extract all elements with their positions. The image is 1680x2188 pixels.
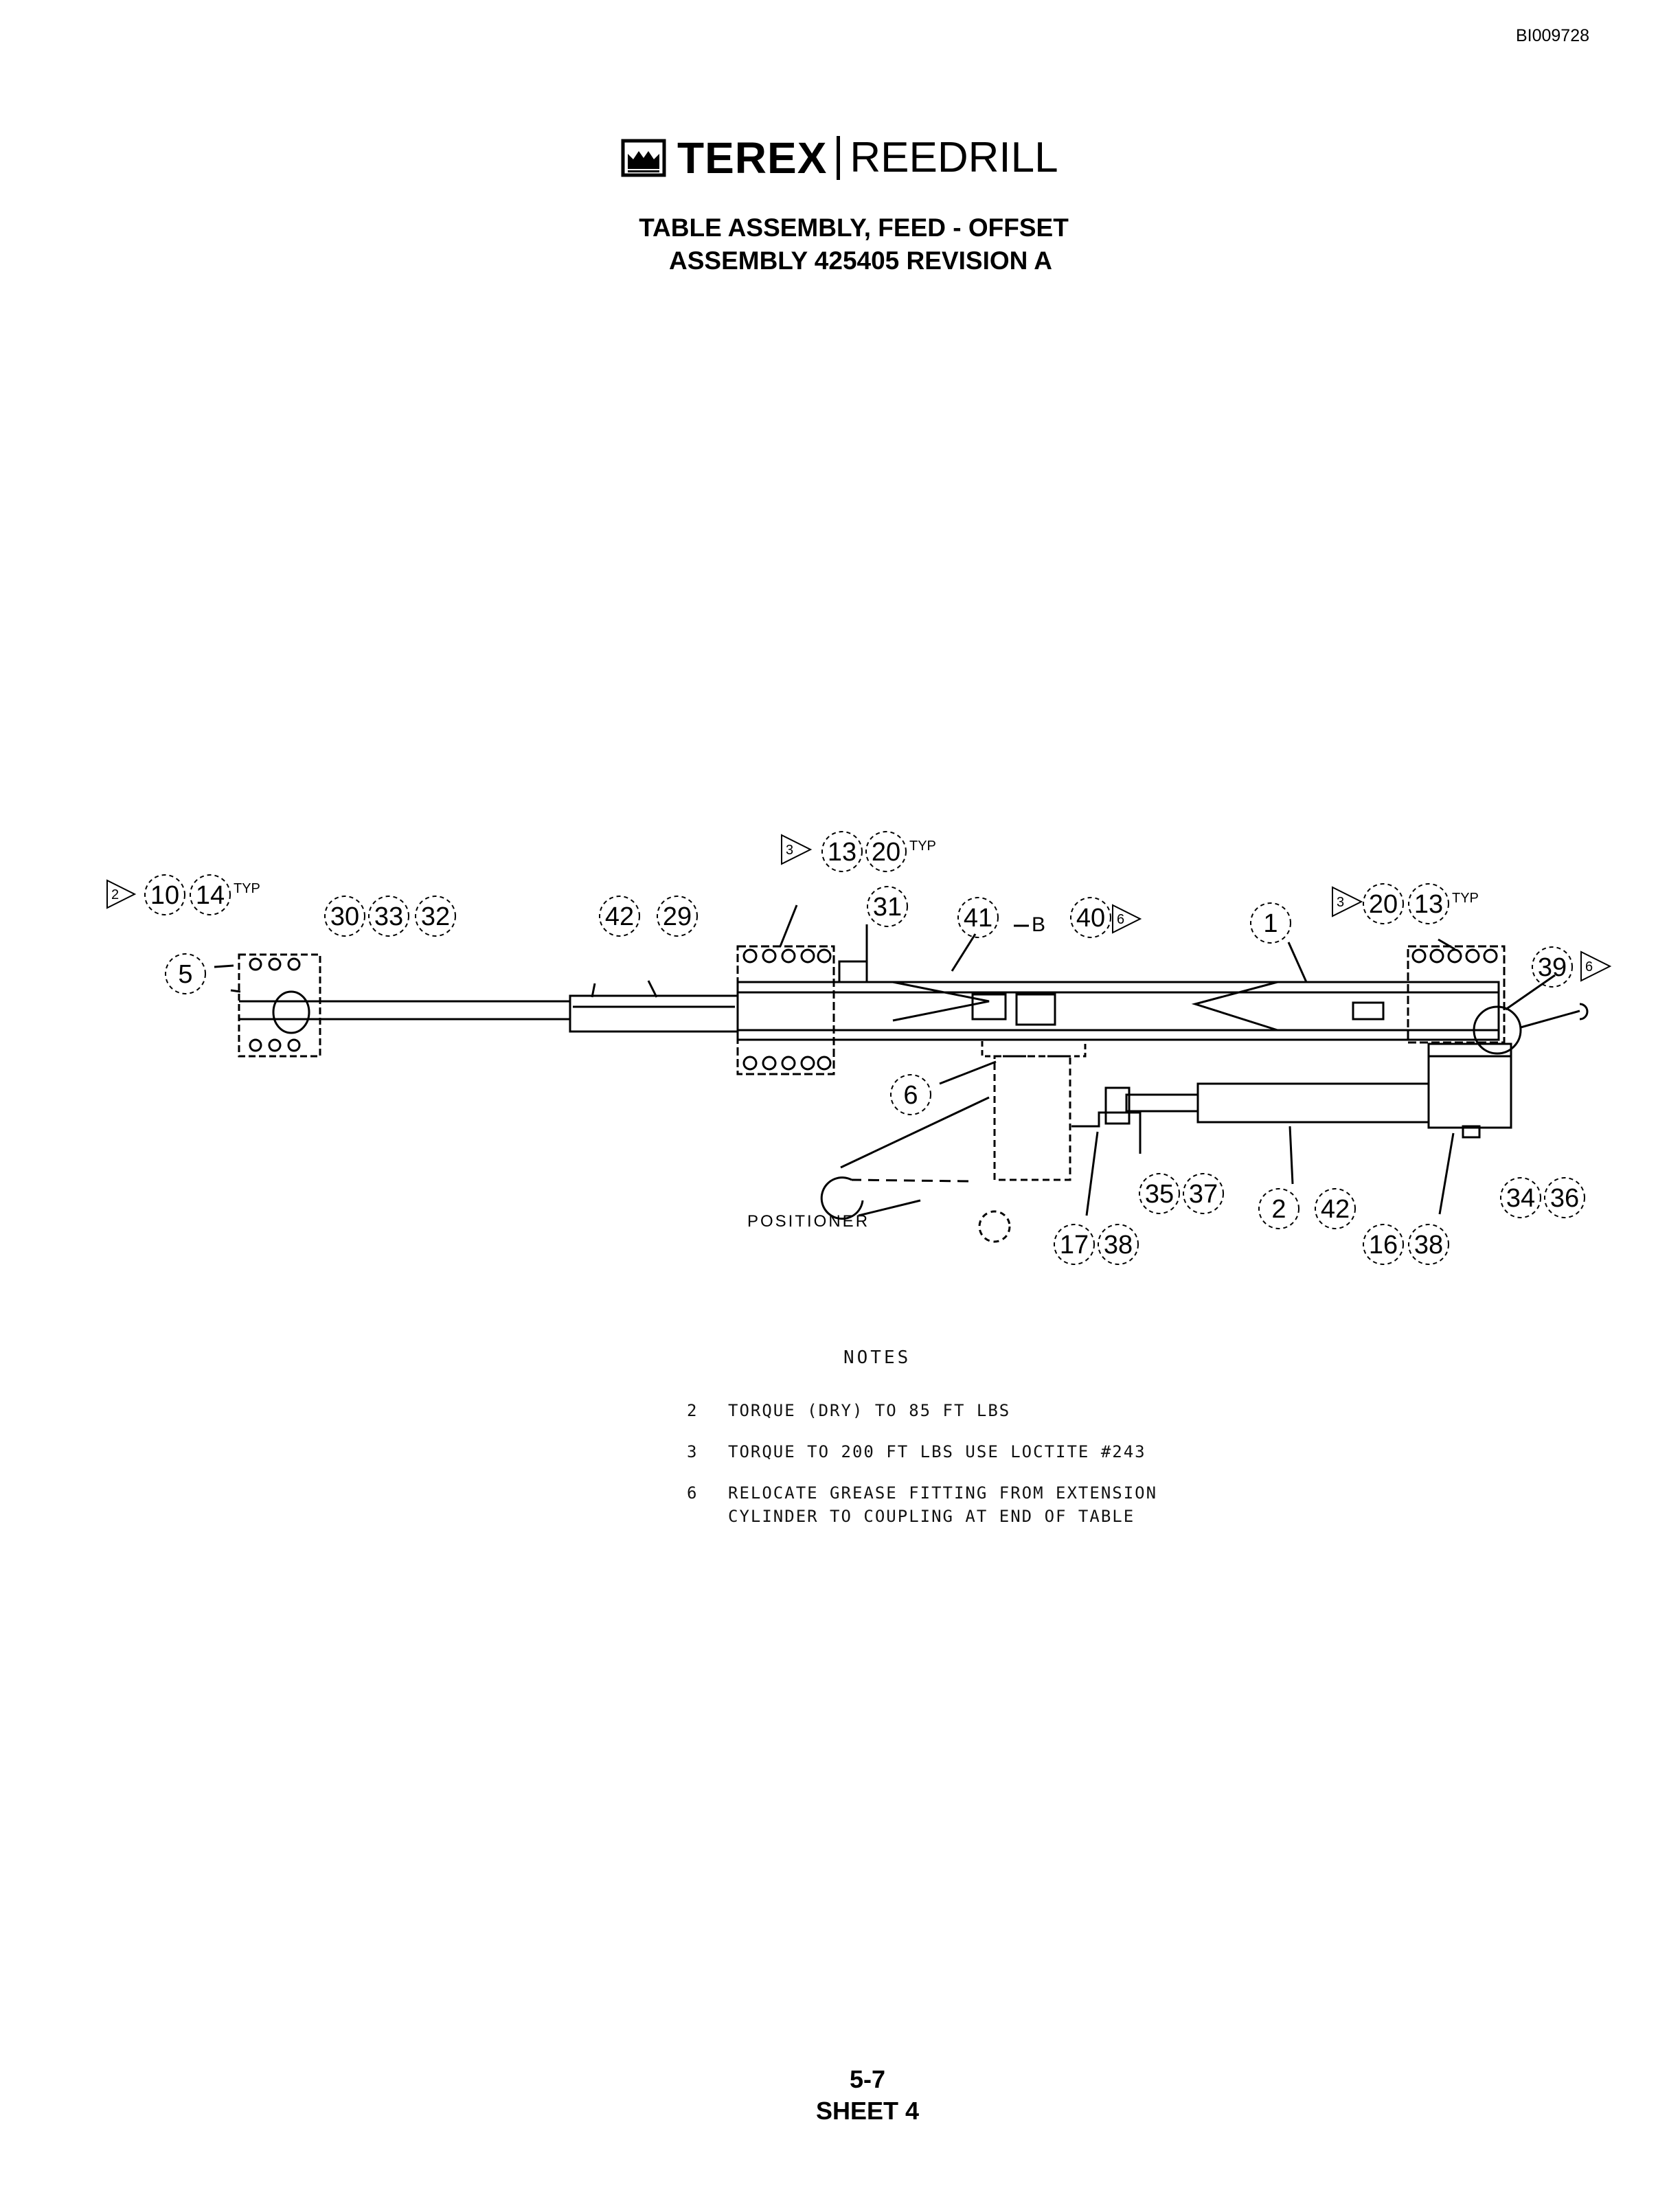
callout-37: 37 [1189,1180,1218,1209]
callout-13b: 13 [1414,890,1443,919]
sheet-label: SHEET 4 [815,2097,920,2125]
brand-secondary: REEDRILL [850,134,1058,181]
drawing-title: TABLE ASSEMBLY, FEED - OFFSET ASSEMBLY 4… [0,212,1680,277]
note-item: CYLINDER TO COUPLING AT END OF TABLE [687,1507,1135,1526]
note-text: RELOCATE GREASE FITTING FROM EXTENSION [728,1483,1158,1503]
callout-41: 41 [964,904,992,933]
terex-logo-icon [621,139,666,177]
typ-label-13b: TYP [1452,891,1479,906]
flag-3a [781,834,813,865]
callout-13a: 13 [828,838,856,867]
callout-40: 40 [1076,904,1105,933]
title-line-1: TABLE ASSEMBLY, FEED - OFFSET [639,214,1069,242]
callout-33: 33 [374,902,403,931]
callout-29: 29 [663,902,692,931]
brand-divider [837,136,841,180]
title-line-2: ASSEMBLY 425405 REVISION A [669,247,1052,275]
callout-17: 17 [1060,1231,1089,1260]
callout-1: 1 [1263,909,1278,938]
callout-38a: 38 [1104,1231,1133,1260]
callout-20b: 20 [1369,890,1398,919]
right-plate-stack [1407,945,1506,1044]
mount-bracket [981,1038,1087,1058]
note-item: 6 RELOCATE GREASE FITTING FROM EXTENSION [687,1483,1157,1503]
callout-10: 10 [150,881,179,910]
flag-6b-label: 6 [1585,959,1593,975]
flag-6a [1112,904,1142,934]
note-number: 3 [687,1442,699,1461]
callout-31: 31 [873,893,902,922]
main-beam [736,981,1500,1041]
detail-b-label: B [1032,913,1045,936]
flag-6a-label: 6 [1117,912,1124,927]
note-text: TORQUE TO 200 FT LBS USE LOCTITE #243 [728,1442,1146,1461]
callout-14: 14 [196,881,225,910]
flag-2 [106,879,137,909]
notes-title: NOTES [843,1347,911,1368]
note-item: 3 TORQUE TO 200 FT LBS USE LOCTITE #243 [687,1442,1146,1461]
note-number: 2 [687,1401,699,1420]
callout-42b: 42 [1321,1195,1350,1224]
flag-3b-label: 3 [1337,895,1344,910]
flag-2-label: 2 [111,887,119,902]
flag-3a-label: 3 [786,843,793,858]
callout-39: 39 [1538,953,1567,982]
callout-36: 36 [1550,1184,1579,1213]
typ-label-14: TYP [234,881,260,896]
flag-3b [1332,886,1363,918]
note-item: 2 TORQUE (DRY) TO 85 FT LBS [687,1401,1010,1420]
cylinder-barrel [569,994,739,1033]
callout-35: 35 [1145,1180,1174,1209]
callout-5: 5 [178,960,192,989]
callout-2: 2 [1271,1195,1286,1224]
callout-30: 30 [330,902,359,931]
terex-reedrill-logo: TEREX REEDRILL [621,136,1058,180]
callout-42a: 42 [605,902,634,931]
typ-label-20a: TYP [909,839,936,854]
callout-16: 16 [1369,1231,1398,1260]
callout-6: 6 [903,1081,918,1110]
positioner-label: POSITIONER [747,1212,870,1231]
brand-primary: TEREX [677,133,828,183]
callout-20a: 20 [872,838,900,867]
note-text: TORQUE (DRY) TO 85 FT LBS [728,1401,1011,1420]
callout-34: 34 [1506,1184,1535,1213]
callout-32: 32 [421,902,450,931]
left-plate-stack [736,945,835,1075]
note-text: CYLINDER TO COUPLING AT END OF TABLE [728,1507,1135,1526]
document-id: BI009728 [1515,26,1589,45]
flag-6b [1580,950,1612,982]
callout-38b: 38 [1414,1231,1443,1260]
page-number: 5-7 [849,2065,886,2093]
page-footer: 5-7 SHEET 4 [0,2064,1680,2127]
lower-cylinder [1196,1082,1430,1124]
note-number: 6 [687,1483,699,1503]
left-end-bracket [238,953,321,1058]
